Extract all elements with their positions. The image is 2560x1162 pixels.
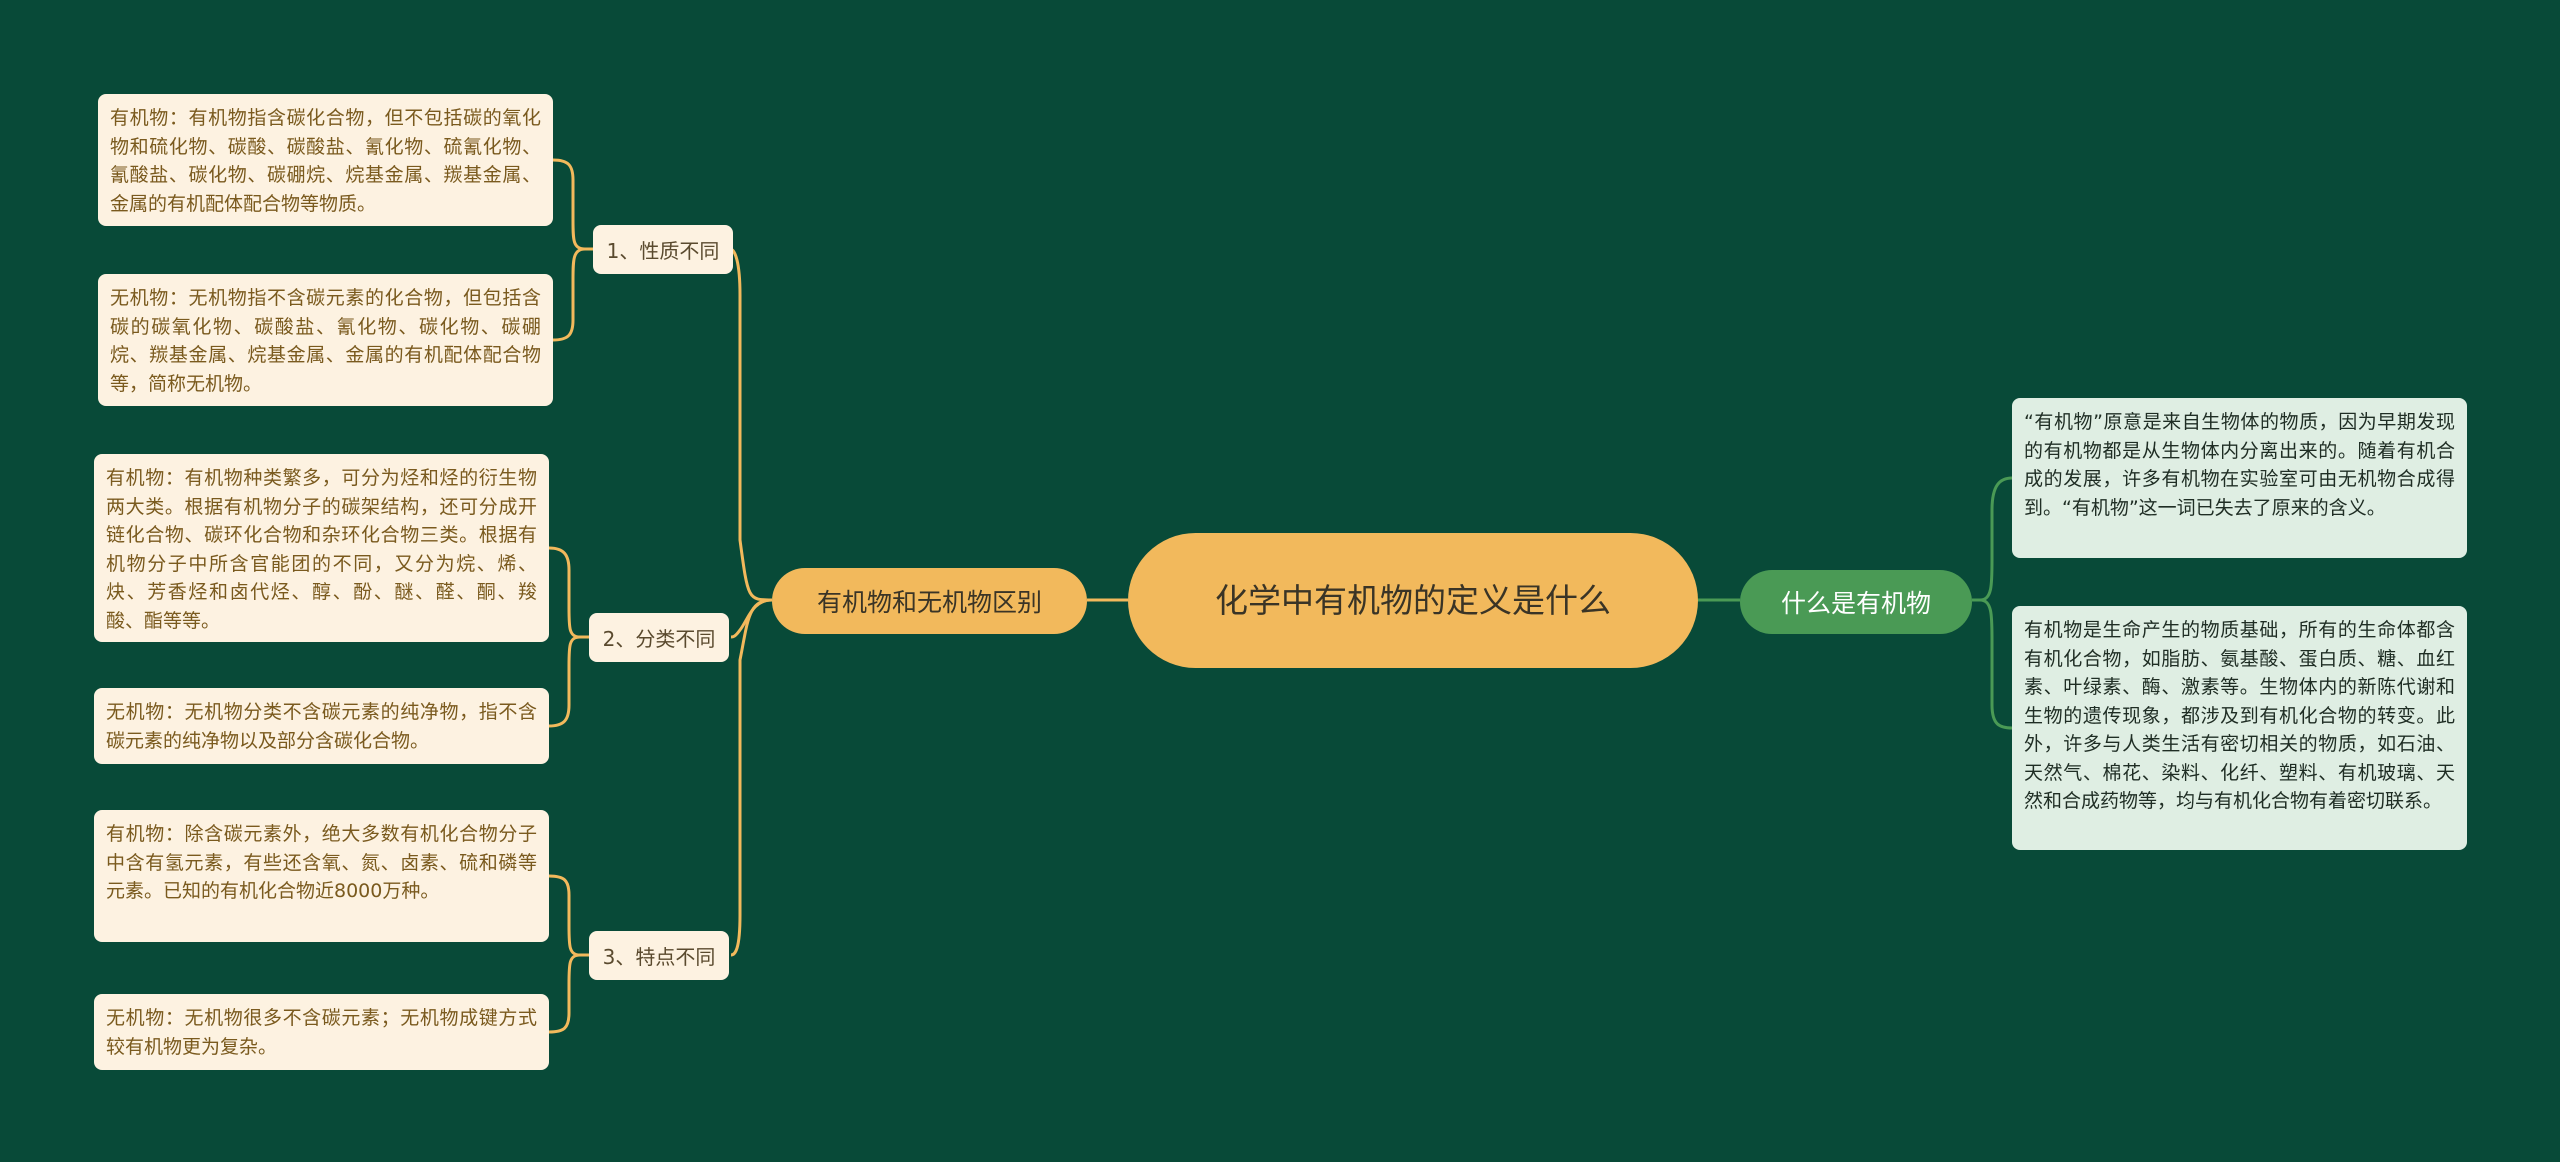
leaf-classification-inorganic[interactable]: 无机物：无机物分类不含碳元素的纯净物，指不含碳元素的纯净物以及部分含碳化合物。 <box>94 688 549 764</box>
main-node-what-is-organic-label: 什么是有机物 <box>1780 589 1931 618</box>
leaf-right-origin[interactable]: “有机物”原意是来自生物体的物质，因为早期发现的有机物都是从生物体内分离出来的。… <box>2012 398 2467 558</box>
leaf-characteristics-inorganic[interactable]: 无机物：无机物很多不含碳元素；无机物成键方式较有机物更为复杂。 <box>94 994 549 1070</box>
connector-sub2-leaf1 <box>548 546 589 639</box>
sub-node-characteristics[interactable]: 3、特点不同 <box>589 931 729 980</box>
sub-node-label: 1、性质不同 <box>606 239 720 263</box>
sub-node-label: 3、特点不同 <box>602 945 716 969</box>
leaf-text: “有机物”原意是来自生物体的物质，因为早期发现的有机物都是从生物体内分离出来的。… <box>2024 411 2455 519</box>
leaf-text: 有机物：除含碳元素外，绝大多数有机化合物分子中含有氢元素，有些还含氧、氮、卤素、… <box>106 823 537 902</box>
leaf-text: 无机物：无机物指不含碳元素的化合物，但包括含碳的碳氧化物、碳酸盐、氰化物、碳化物… <box>110 287 541 395</box>
connector-left-sub1 <box>729 247 773 602</box>
connector-sub1-leaf1 <box>552 158 593 251</box>
leaf-text: 无机物：无机物分类不含碳元素的纯净物，指不含碳元素的纯净物以及部分含碳化合物。 <box>106 701 537 752</box>
sub-node-label: 2、分类不同 <box>602 627 716 651</box>
leaf-properties-organic[interactable]: 有机物：有机物指含碳化合物，但不包括碳的氧化物和硫化物、碳酸、碳酸盐、氰化物、硫… <box>98 94 553 226</box>
connector-sub3-leaf1 <box>548 874 589 957</box>
connector-left-sub2 <box>730 598 773 639</box>
leaf-right-importance[interactable]: 有机物是生命产生的物质基础，所有的生命体都含有机化合物，如脂肪、氨基酸、蛋白质、… <box>2012 606 2467 850</box>
leaf-characteristics-organic[interactable]: 有机物：除含碳元素外，绝大多数有机化合物分子中含有氢元素，有些还含氧、氮、卤素、… <box>94 810 549 942</box>
connector-right-leaf1 <box>1972 476 2013 602</box>
leaf-classification-organic[interactable]: 有机物：有机物种类繁多，可分为烃和烃的衍生物两大类。根据有机物分子的碳架结构，还… <box>94 454 549 642</box>
root-node[interactable]: 化学中有机物的定义是什么 <box>1128 533 1698 668</box>
sub-node-classification[interactable]: 2、分类不同 <box>589 613 729 662</box>
leaf-text: 有机物：有机物指含碳化合物，但不包括碳的氧化物和硫化物、碳酸、碳酸盐、氰化物、硫… <box>110 107 541 215</box>
connector-sub3-leaf2 <box>548 953 589 1034</box>
connector-sub2-leaf2 <box>548 635 589 728</box>
main-node-what-is-organic[interactable]: 什么是有机物 <box>1740 570 1972 634</box>
root-title: 化学中有机物的定义是什么 <box>1215 580 1611 620</box>
leaf-text: 有机物：有机物种类繁多，可分为烃和烃的衍生物两大类。根据有机物分子的碳架结构，还… <box>106 467 537 632</box>
leaf-text: 有机物是生命产生的物质基础，所有的生命体都含有机化合物，如脂肪、氨基酸、蛋白质、… <box>2024 619 2455 812</box>
connector-right-leaf2 <box>1972 598 2013 730</box>
leaf-properties-inorganic[interactable]: 无机物：无机物指不含碳元素的化合物，但包括含碳的碳氧化物、碳酸盐、氰化物、碳化物… <box>98 274 553 406</box>
main-node-differences[interactable]: 有机物和无机物区别 <box>772 568 1087 634</box>
connector-left-sub3 <box>730 598 773 957</box>
main-node-differences-label: 有机物和无机物区别 <box>816 588 1042 617</box>
leaf-text: 无机物：无机物很多不含碳元素；无机物成键方式较有机物更为复杂。 <box>106 1007 537 1058</box>
sub-node-properties[interactable]: 1、性质不同 <box>593 225 733 274</box>
connector-sub1-leaf2 <box>552 247 593 342</box>
